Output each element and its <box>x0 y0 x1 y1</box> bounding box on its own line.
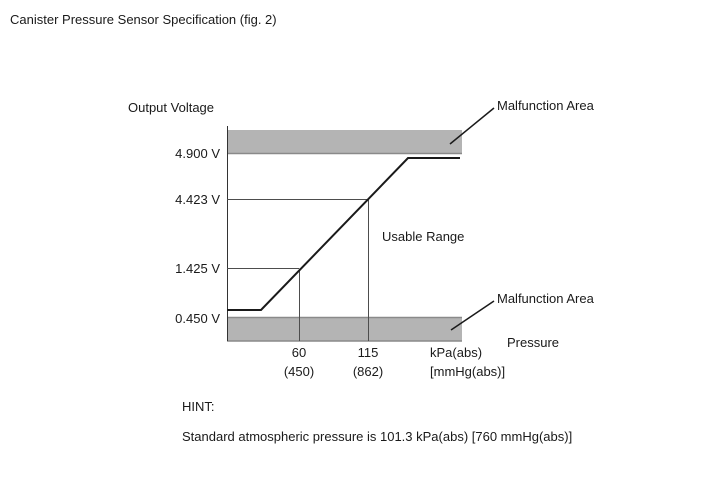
x-tick-60-mmhg: (450) <box>283 364 315 379</box>
y-tick-0450: 0.450 V <box>175 311 220 326</box>
x-axis-title: Pressure <box>507 335 560 350</box>
y-tick-4423: 4.423 V <box>175 192 220 207</box>
malfunction-band-top <box>227 130 462 153</box>
malfunction-bottom-leader-line <box>450 300 495 331</box>
malfunction-band-bottom <box>227 318 462 341</box>
x-unit-mmhg: [mmHg(abs)] <box>430 364 506 379</box>
malfunction-area-top-label: Malfunction Area <box>497 98 594 113</box>
hint-text: Standard atmospheric pressure is 101.3 k… <box>182 429 573 444</box>
usable-range-label: Usable Range <box>382 229 465 244</box>
malfunction-top-leader-line <box>449 107 495 145</box>
x-tick-115-kpa: 115 <box>357 345 379 360</box>
figure-title: Canister Pressure Sensor Specification (… <box>10 12 277 27</box>
y-tick-4900: 4.900 V <box>175 146 220 161</box>
x-tick-115-mmhg: (862) <box>352 364 384 379</box>
x-unit-kpa: kPa(abs) <box>430 345 483 360</box>
malfunction-area-bottom-label: Malfunction Area <box>497 291 594 306</box>
x-tick-60-kpa: 60 <box>291 345 307 360</box>
y-tick-1425: 1.425 V <box>175 261 220 276</box>
sensor-output-curve <box>227 157 460 311</box>
hint-label: HINT: <box>182 399 215 414</box>
y-axis-title: Output Voltage <box>128 100 215 115</box>
